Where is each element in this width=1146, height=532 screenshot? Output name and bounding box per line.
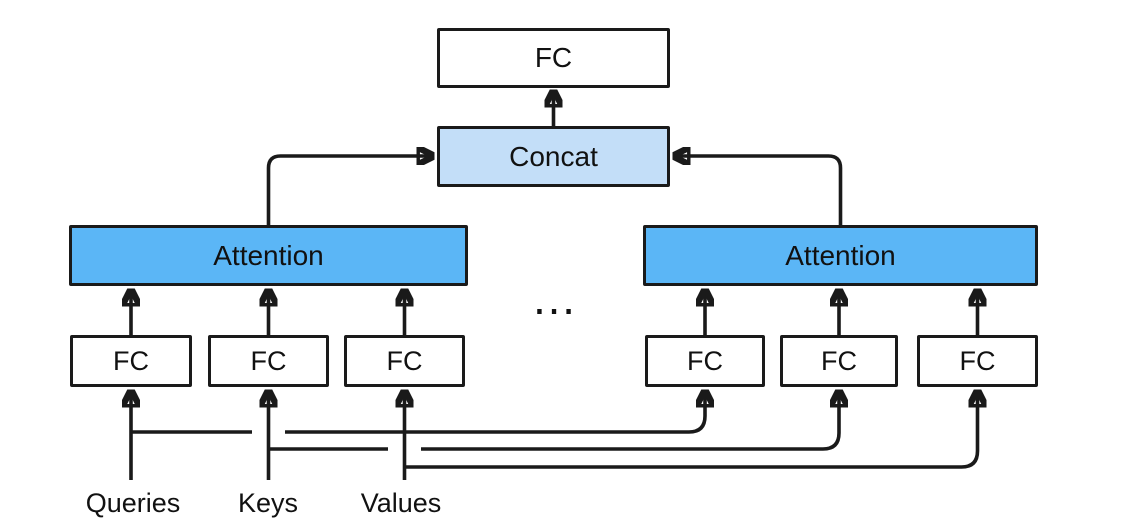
more-heads-ellipsis: …: [531, 272, 579, 324]
fc-output-box: FC: [437, 28, 670, 88]
fc-input-box-right-1: FC: [645, 335, 765, 387]
arrow-queries-branch-to-fc-right-1: [131, 392, 705, 434]
fc-input-box-right-2: FC: [780, 335, 898, 387]
fc-input-box-right-3: FC: [917, 335, 1038, 387]
concat-box: Concat: [437, 126, 670, 187]
queries-label: Queries: [85, 488, 181, 518]
keys-label: Keys: [237, 488, 299, 518]
values-label: Values: [360, 488, 442, 518]
arrow-keys-branch-to-fc-right-2: [268, 392, 840, 451]
fc-input-box-left-1: FC: [70, 335, 192, 387]
arrow-attention-right-to-concat: [675, 156, 843, 225]
arrow-values-branch-to-fc-right-3: [404, 392, 978, 469]
fc-input-box-left-3: FC: [344, 335, 465, 387]
attention-box-left: Attention: [69, 225, 468, 286]
arrow-attention-left-to-concat: [266, 156, 433, 225]
fc-input-box-left-2: FC: [208, 335, 329, 387]
attention-box-right: Attention: [643, 225, 1038, 286]
